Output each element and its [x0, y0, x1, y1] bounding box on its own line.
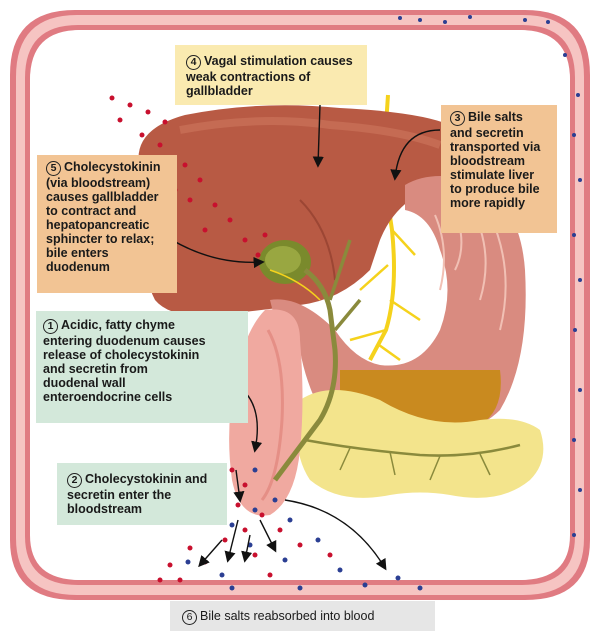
callout-text: Cholecystokinin and: [85, 472, 208, 486]
liver: [138, 105, 464, 316]
callout-text: duodenal wall: [43, 376, 126, 390]
stomach-rugae: [434, 199, 507, 331]
callout-text: bloodstream: [450, 154, 526, 168]
callout-text: transported via: [450, 140, 541, 154]
callout-text: secretin enter the: [67, 488, 172, 502]
callout-text: Cholecystokinin: [64, 160, 161, 174]
callout-text: weak contractions of: [186, 70, 311, 84]
callout-text: to contract and: [46, 204, 137, 218]
bile-duct: [273, 268, 338, 482]
step-number: 6: [182, 610, 197, 625]
callout-text: hepatopancreatic: [46, 218, 150, 232]
callout-text: more rapidly: [450, 196, 526, 210]
callout-text: to produce bile: [450, 182, 540, 196]
callout-text: Bile salts: [468, 110, 523, 124]
callout-text: bile enters: [46, 246, 109, 260]
callout-text: gallbladder: [186, 84, 253, 98]
callout-text: duodenum: [46, 260, 110, 274]
callout-text: causes gallbladder: [46, 190, 159, 204]
step-number: 2: [67, 473, 82, 488]
step-number: 5: [46, 161, 61, 176]
callout-text: and secretin from: [43, 362, 148, 376]
callout-text: bloodstream: [67, 502, 143, 516]
callout-text: stimulate liver: [450, 168, 535, 182]
callout-text: and secretin: [450, 126, 524, 140]
callout-text: (via bloodstream): [46, 176, 151, 190]
callout-text: release of cholecystokinin: [43, 348, 200, 362]
step-number: 4: [186, 55, 201, 70]
callout-text: Acidic, fatty chyme: [61, 318, 175, 332]
callout-text: entering duodenum causes: [43, 334, 206, 348]
pancreas: [296, 390, 544, 498]
step-number: 1: [43, 319, 58, 334]
callout-text: sphincter to relax;: [46, 232, 155, 246]
bile-salt-particles: [185, 15, 582, 591]
pancreatic-duct: [304, 438, 521, 457]
callout-text: Bile salts reabsorbed into blood: [200, 609, 375, 623]
step-number: 3: [450, 111, 465, 126]
callout-text: Vagal stimulation causes: [204, 54, 353, 68]
callout-text: enteroendocrine cells: [43, 390, 173, 404]
